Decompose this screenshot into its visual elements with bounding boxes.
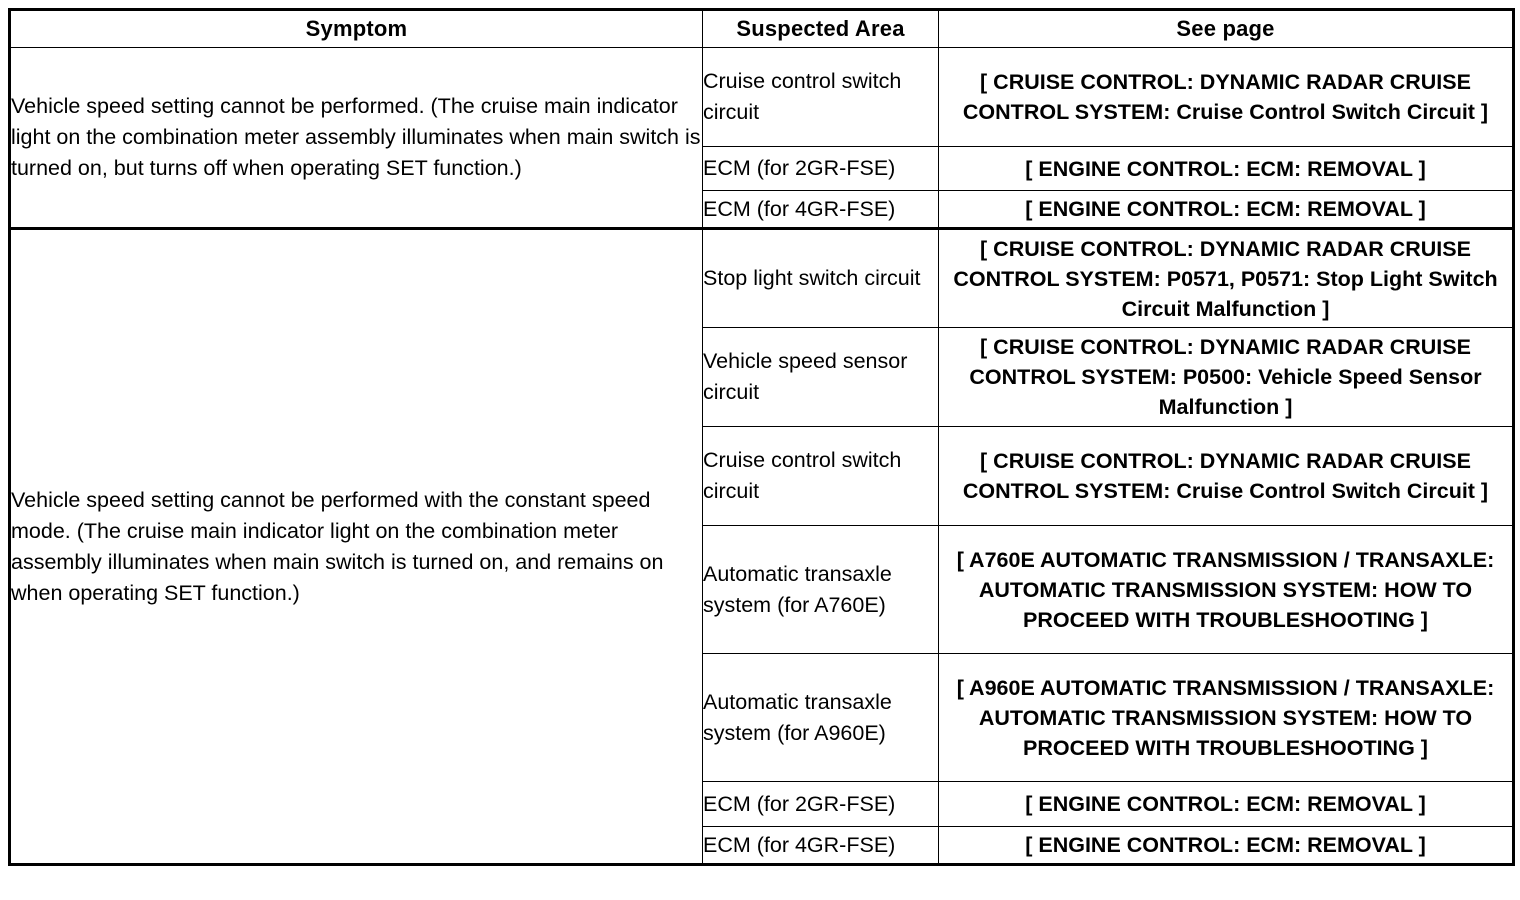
header-row: Symptom Suspected Area See page xyxy=(9,9,1514,48)
table-row: Automatic transaxle system (for A960E) [… xyxy=(10,653,1514,782)
suspected-area-cell: ECM (for 2GR-FSE) xyxy=(702,146,939,191)
suspected-area-cell: Stop light switch circuit xyxy=(702,228,939,328)
table-header: Symptom Suspected Area See page xyxy=(9,9,1514,48)
see-page-cell[interactable]: [ A760E AUTOMATIC TRANSMISSION / TRANSAX… xyxy=(938,525,1514,654)
see-page-cell[interactable]: [ CRUISE CONTROL: DYNAMIC RADAR CRUISE C… xyxy=(938,228,1514,328)
see-page-cell[interactable]: [ CRUISE CONTROL: DYNAMIC RADAR CRUISE C… xyxy=(938,327,1514,427)
suspected-area-cell: Vehicle speed sensor circuit xyxy=(702,327,939,427)
suspected-area-cell: ECM (for 4GR-FSE) xyxy=(702,826,939,865)
see-page-cell[interactable]: [ CRUISE CONTROL: DYNAMIC RADAR CRUISE C… xyxy=(938,47,1514,147)
symptom-cell: Vehicle speed setting cannot be performe… xyxy=(9,47,703,230)
suspected-area-cell: ECM (for 2GR-FSE) xyxy=(702,781,939,827)
symptom-cell: Vehicle speed setting cannot be performe… xyxy=(9,228,703,865)
suspected-area-cell: Cruise control switch circuit xyxy=(702,47,939,147)
see-page-cell[interactable]: [ ENGINE CONTROL: ECM: REMOVAL ] xyxy=(938,190,1514,230)
suspected-area-cell: Cruise control switch circuit xyxy=(702,426,939,526)
table-body: Vehicle speed setting cannot be performe… xyxy=(9,47,1514,865)
see-page-cell[interactable]: [ A960E AUTOMATIC TRANSMISSION / TRANSAX… xyxy=(938,653,1514,782)
table-row: Vehicle speed setting cannot be performe… xyxy=(9,228,1514,865)
table-row: Cruise control switch circuit [ CRUISE C… xyxy=(10,426,1514,526)
suspected-area-cell: Automatic transaxle system (for A960E) xyxy=(702,653,939,782)
table-row: ECM (for 4GR-FSE) [ ENGINE CONTROL: ECM:… xyxy=(10,190,1514,230)
see-page-cell[interactable]: [ ENGINE CONTROL: ECM: REMOVAL ] xyxy=(938,146,1514,191)
table-row: ECM (for 4GR-FSE) [ ENGINE CONTROL: ECM:… xyxy=(10,826,1514,865)
see-page-cell[interactable]: [ CRUISE CONTROL: DYNAMIC RADAR CRUISE C… xyxy=(938,426,1514,526)
table-row: Vehicle speed setting cannot be performe… xyxy=(9,47,1514,230)
table-row: Vehicle speed sensor circuit [ CRUISE CO… xyxy=(10,327,1514,427)
column-header-see-page: See page xyxy=(938,9,1514,48)
suspected-area-cell: Automatic transaxle system (for A760E) xyxy=(702,525,939,654)
symptom-troubleshooting-table: Symptom Suspected Area See page Vehicle … xyxy=(8,8,1515,866)
page-sheet: Symptom Suspected Area See page Vehicle … xyxy=(8,8,1515,890)
column-header-suspected-area: Suspected Area xyxy=(702,9,939,48)
see-page-cell[interactable]: [ ENGINE CONTROL: ECM: REMOVAL ] xyxy=(938,781,1514,827)
see-page-cell[interactable]: [ ENGINE CONTROL: ECM: REMOVAL ] xyxy=(938,826,1514,865)
table-row: ECM (for 2GR-FSE) [ ENGINE CONTROL: ECM:… xyxy=(10,146,1514,191)
suspected-area-cell: ECM (for 4GR-FSE) xyxy=(702,190,939,230)
column-header-symptom: Symptom xyxy=(9,9,703,48)
